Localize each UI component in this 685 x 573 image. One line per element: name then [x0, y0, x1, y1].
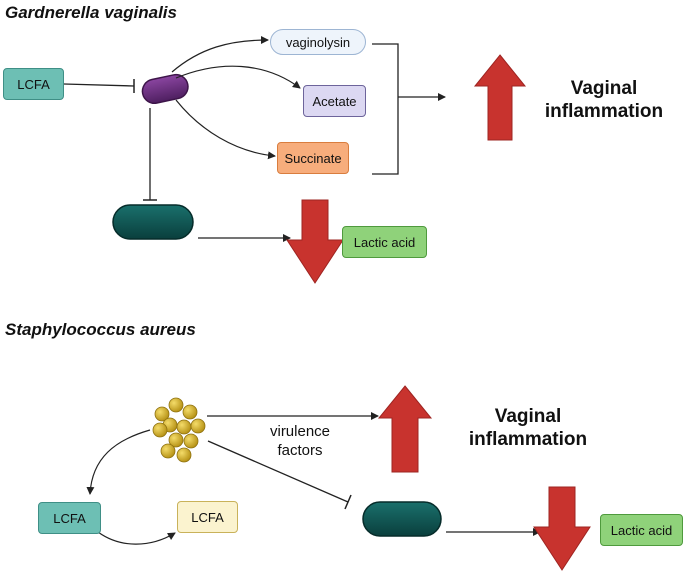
vaginolysin-box: vaginolysin [270, 29, 366, 55]
arrow-to-acetate [175, 65, 301, 89]
arrow-staph-to-lcfa [86, 429, 151, 495]
lactic-acid-box-2: Lactic acid [600, 514, 683, 546]
inflammation-line1-2: Vaginal [494, 406, 562, 427]
acetate-box: Acetate [303, 85, 366, 117]
inflammation-label-2: Vaginal inflammation [458, 405, 598, 451]
staph-inhibit-line [207, 440, 352, 510]
arrow-to-succinate [175, 99, 276, 160]
gardnerella-inhibit-line [143, 108, 157, 201]
lcfa-inhibit-line [63, 79, 135, 93]
lcfa-box-left: LCFA [38, 502, 101, 534]
increase-arrow-icon-2 [377, 385, 433, 473]
lcfa-box: LCFA [3, 68, 64, 100]
arrow-lcfa-to-lcfa [97, 531, 176, 545]
lactic-acid-box: Lactic acid [342, 226, 427, 258]
virulence-factors-label: virulence factors [245, 422, 355, 460]
decrease-arrow-icon [286, 199, 344, 284]
virulence-line2: factors [277, 442, 323, 459]
virulence-line1: virulence [269, 423, 331, 440]
inflammation-line2-2: inflammation [468, 429, 588, 450]
lactobacillus-bacterium-icon-2 [362, 501, 442, 537]
gardnerella-bacterium-icon [141, 73, 189, 105]
staph-cluster-icon [152, 397, 206, 463]
succinate-box: Succinate [277, 142, 349, 174]
increase-arrow-icon [473, 54, 527, 141]
decrease-arrow-icon-2 [533, 486, 591, 571]
section1-title: Gardnerella vaginalis [5, 3, 177, 22]
inflammation-line1: Vaginal [570, 78, 638, 99]
lcfa-box-right: LCFA [177, 501, 238, 533]
products-bracket [372, 43, 399, 175]
section2-title: Staphylococcus aureus [5, 320, 196, 339]
inflammation-line2: inflammation [544, 101, 664, 122]
inflammation-label: Vaginal inflammation [534, 77, 674, 123]
lactobacillus-bacterium-icon [112, 204, 194, 240]
arrow-to-vaginolysin [171, 36, 269, 73]
